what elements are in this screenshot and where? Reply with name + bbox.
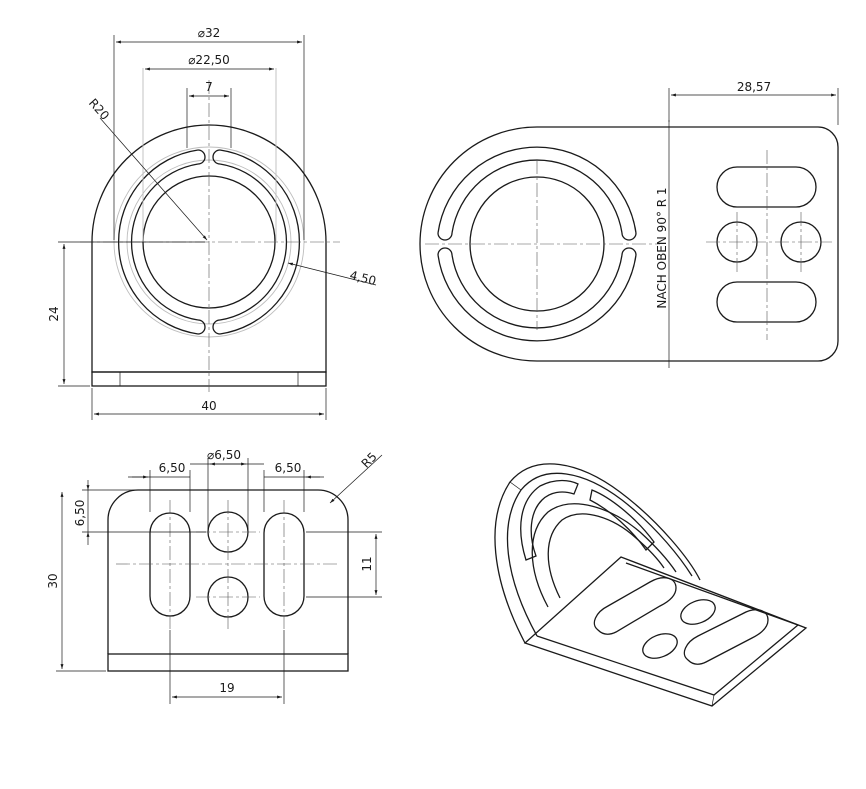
dim-inner-diameter: ⌀22,50: [188, 53, 230, 67]
isometric-view: [494, 463, 808, 707]
dim-hole-diameter: ⌀6,50: [207, 448, 241, 462]
dim-corner-radius: R5: [359, 450, 380, 471]
bottom-view: [107, 489, 349, 672]
dim-hole-offset: 6,50: [73, 500, 87, 527]
dim-hole-spacing: 11: [360, 556, 374, 571]
dim-flange-length: 28,57: [737, 80, 771, 94]
dim-slot-width: 4,50: [348, 268, 377, 288]
dim-slot-gap: 7: [205, 80, 213, 94]
flat-dimensions: 28,57: [668, 80, 839, 125]
bend-note: NACH OBEN 90° R 1: [655, 187, 669, 308]
bottom-dimensions: 6,50 ⌀6,50 6,50 R5 6,50 30 11 19: [46, 448, 383, 704]
dim-height-30: 30: [46, 573, 60, 588]
front-dimensions: ⌀32 ⌀22,50 7 R20 4,50 24 40: [47, 26, 378, 420]
dim-width-40: 40: [201, 399, 216, 413]
dim-height-24: 24: [47, 306, 61, 321]
flat-pattern-view: NACH OBEN 90° R 1: [419, 120, 839, 368]
dim-outer-diameter: ⌀32: [198, 26, 221, 40]
dim-radius: R20: [86, 96, 112, 123]
dim-slot-width-right: 6,50: [275, 461, 302, 475]
dim-slot-width-left: 6,50: [159, 461, 186, 475]
dim-slot-spacing: 19: [219, 681, 234, 695]
front-view: [80, 68, 340, 392]
